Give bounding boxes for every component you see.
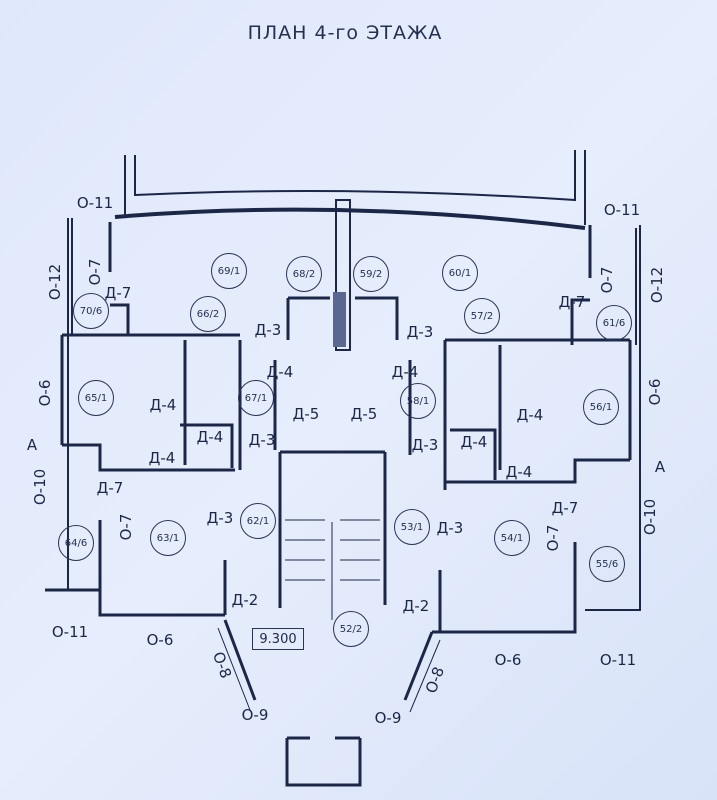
opening-label: Д-4: [391, 363, 419, 381]
room-number: 56/1: [583, 389, 619, 425]
opening-label: Д-7: [104, 284, 132, 302]
opening-label: Д-7: [551, 499, 579, 517]
opening-label: Д-5: [292, 405, 320, 423]
opening-label: Д-4: [516, 406, 544, 424]
opening-label: Д-3: [254, 321, 282, 339]
room-number: 69/1: [211, 253, 247, 289]
room-number: 63/1: [150, 520, 186, 556]
opening-label: Д-3: [248, 431, 276, 449]
room-number: 57/2: [464, 298, 500, 334]
room-number: 66/2: [190, 296, 226, 332]
opening-label: О-11: [599, 651, 637, 669]
room-number: 70/6: [73, 293, 109, 329]
opening-label: Д-4: [505, 463, 533, 481]
opening-label: О-12: [648, 266, 666, 304]
opening-label: О-6: [36, 379, 54, 407]
room-number: 60/1: [442, 255, 478, 291]
opening-label: О-11: [603, 201, 641, 219]
room-number: 58/1: [400, 383, 436, 419]
room-number: 59/2: [353, 256, 389, 292]
room-number: 68/2: [286, 256, 322, 292]
opening-label: Д-4: [148, 449, 176, 467]
opening-label: О-10: [641, 498, 659, 536]
room-number: 53/1: [394, 509, 430, 545]
room-number: 54/1: [494, 520, 530, 556]
opening-label: Д-7: [558, 293, 586, 311]
opening-label: О-12: [46, 263, 64, 301]
opening-label: А: [654, 458, 666, 476]
opening-label: О-6: [146, 631, 174, 649]
opening-label: О-6: [494, 651, 522, 669]
room-number: 62/1: [240, 503, 276, 539]
room-number: 61/6: [596, 305, 632, 341]
opening-label: О-9: [241, 706, 269, 724]
opening-label: Д-3: [436, 519, 464, 537]
opening-label: Д-3: [411, 436, 439, 454]
opening-label: А: [26, 436, 38, 454]
opening-label: Д-4: [196, 428, 224, 446]
opening-label: О-11: [76, 194, 114, 212]
opening-label: Д-2: [402, 597, 430, 615]
opening-label: Д-4: [149, 396, 177, 414]
room-number: 67/1: [238, 380, 274, 416]
opening-label: Д-4: [460, 433, 488, 451]
room-number: 55/6: [589, 546, 625, 582]
opening-label: Д-3: [406, 323, 434, 341]
room-number: 52/2: [333, 611, 369, 647]
opening-label: О-10: [31, 468, 49, 506]
opening-label: Д-2: [231, 591, 259, 609]
opening-label: О-7: [86, 258, 104, 286]
opening-label: Д-7: [96, 479, 124, 497]
opening-label: Д-5: [350, 405, 378, 423]
opening-label: Д-4: [266, 363, 294, 381]
opening-label: О-9: [374, 709, 402, 727]
opening-label: О-7: [598, 266, 616, 294]
opening-label: О-7: [544, 524, 562, 552]
opening-label: О-11: [51, 623, 89, 641]
opening-label: Д-3: [206, 509, 234, 527]
opening-label: О-7: [117, 513, 135, 541]
plan-title: ПЛАН 4-го ЭТАЖА: [247, 22, 443, 44]
room-number: 65/1: [78, 380, 114, 416]
room-number: 64/6: [58, 525, 94, 561]
opening-label: О-6: [646, 378, 664, 406]
elevation-mark: 9.300: [252, 628, 304, 650]
